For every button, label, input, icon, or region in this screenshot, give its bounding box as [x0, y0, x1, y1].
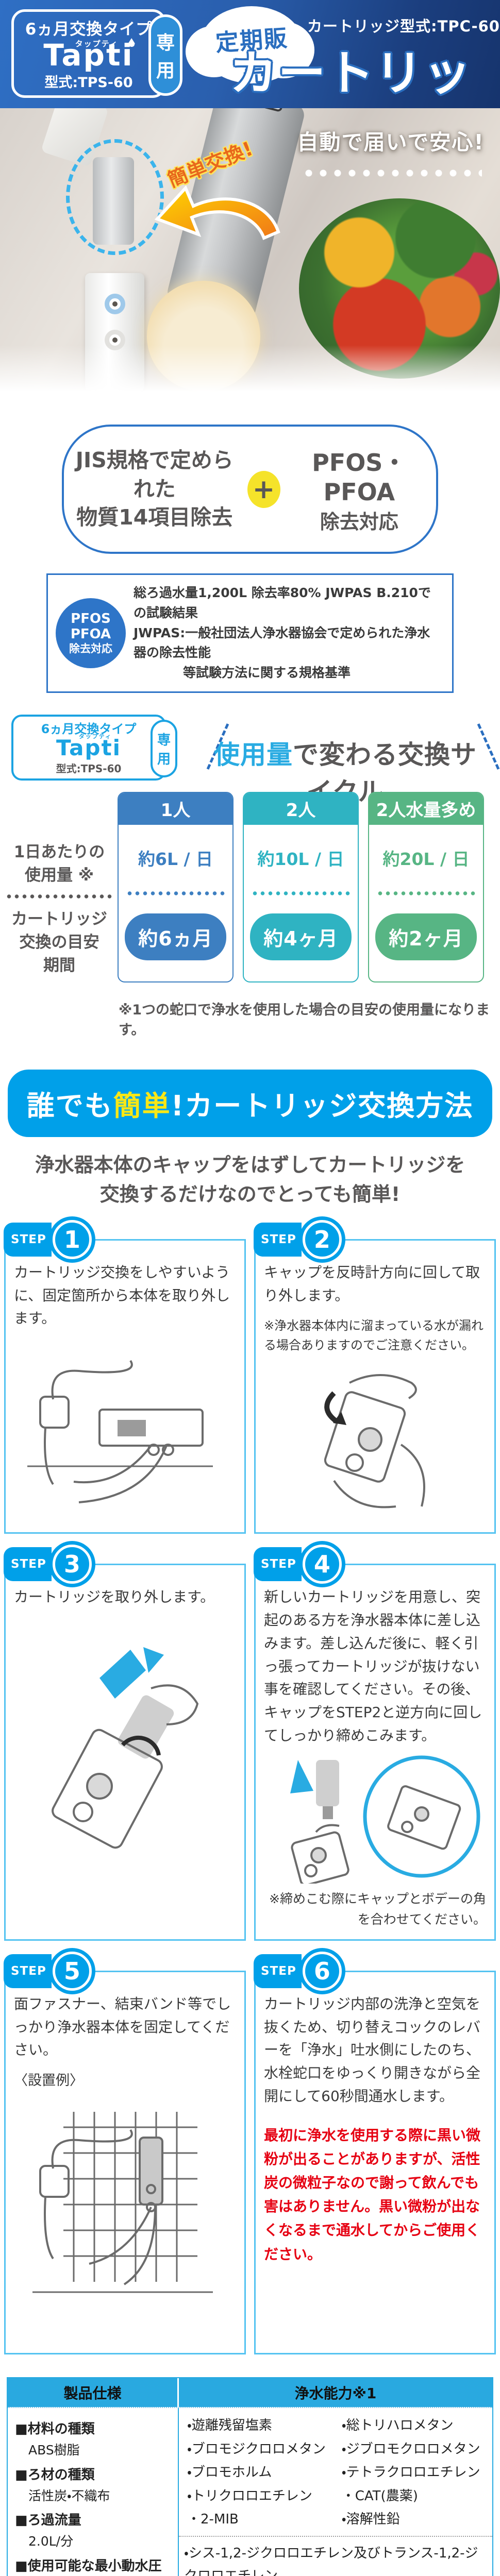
- step-2-text: キャップを反時計方向に回して取り外します。: [264, 1263, 480, 1304]
- step-3-text: カートリッジを取り外します。: [14, 1588, 215, 1606]
- step-1-box: STEP 1 カートリッジ交換をしやすいように、固定箇所から本体を取り外します。: [4, 1219, 246, 1534]
- model-number: 型式:TPS-60: [44, 75, 133, 91]
- spec-header-capability1: 浄水能力※1: [294, 2385, 377, 2402]
- jis-feature-pill: JIS規格で定められた 物質14項目除去 + PFOS・PFOA 除去対応: [62, 425, 438, 554]
- jis-removal-label: JIS規格で定められた 物質14項目除去: [75, 448, 234, 530]
- tapti-logo: タップティ Tapti: [43, 38, 135, 73]
- capability1-extra: ・シス-1,2-ジクロロエチレン及びトランス-1,2-ジクロロエチレン ・ベンゼ…: [179, 2535, 492, 2576]
- step-1-illustration: [27, 1360, 213, 1504]
- row-label-period: カートリッジ交換の目安期間: [11, 909, 107, 975]
- period-pill: 約6ヵ月: [125, 913, 226, 961]
- tapti-mini-logo: タップティ Tapti: [56, 733, 122, 760]
- step-4-badge: STEP 4: [254, 1545, 342, 1584]
- plus-icon: +: [247, 470, 280, 508]
- step-5-box: STEP 5 面ファスナー、結束バンド等でしっかり浄水器本体を固定してください。…: [4, 1951, 246, 2355]
- dedicated-mini-pill: 専 用: [151, 719, 177, 777]
- step-4-box: STEP 4 新しいカートリッジを用意し、突起のある方を浄水器本体に差し込みます…: [254, 1545, 496, 1941]
- step-6-text: カートリッジ内部の洗浄と空気を抜くため、切り替えコックのレバーを「浄水」吐水側に…: [264, 1995, 481, 2105]
- steps-grid: STEP 1 カートリッジ交換をしやすいように、固定箇所から本体を取り外します。: [4, 1219, 496, 2355]
- step-6-warning-text: 最初に浄水を使用する際に黒い微粉が出ることがありますが、活性炭の微粒子なので謝っ…: [264, 2126, 481, 2263]
- page-title: カートリッジ: [229, 46, 472, 101]
- step-2-note: ※浄水器本体内に溜まっている水が漏れる場合ありますのでご注意ください。: [264, 1318, 484, 1352]
- capability1-list-a: ・遊離残留塩素 ・ブロモジクロロメタン ・ブロモホルム ・トリクロロエチレン ・…: [187, 2418, 326, 2528]
- dotted-divider: [302, 169, 482, 177]
- step-3-box: STEP 3 カートリッジを取り外します。: [4, 1545, 246, 1941]
- guide-banner: 誰でも簡単!カートリッジ交換方法: [8, 1069, 492, 1137]
- hero-section: 簡単交換! 自動で届いで安心!: [0, 108, 500, 392]
- step-1-badge: STEP 1: [4, 1219, 92, 1259]
- step-4-text: 新しいカートリッジを用意し、突起のある方を浄水器本体に差し込みます。差し込んだ後…: [264, 1588, 482, 1744]
- dedicated-pill: 専 用: [148, 14, 182, 96]
- spec-table: 製品仕様 浄水能力※1 ■材料の種類 ABS樹脂 ■ろ材の種類 活性炭・不織布 …: [7, 2377, 493, 2576]
- step-4-note: ※締めこむ際にキャップとボデーの角を合わせてください。: [269, 1891, 486, 1927]
- spec-header-product: 製品仕様: [8, 2378, 179, 2408]
- guide-subtitle: 浄水器本体のキャップをはずしてカートリッジを 交換するだけなのでとっても簡単!: [35, 1153, 465, 1206]
- highlight-dashed-circle: [66, 139, 164, 255]
- step-3-badge: STEP 3: [4, 1545, 92, 1584]
- water-port-blue: [105, 294, 125, 314]
- cycle-note: ※1つの蛇口で浄水を使用した場合の目安の使用量になります。: [119, 1002, 490, 1038]
- pfos-note-box: PFOS PFOA 除去対応 総ろ過水量1,200L 除去率80% JWPAS …: [46, 573, 454, 693]
- type-label: 6ヵ月交換タイプ: [25, 20, 153, 39]
- hero-catchphrase: 自動で届いで安心!: [297, 130, 485, 155]
- period-pill: 約2ヶ月: [375, 913, 477, 961]
- label-dotted-divider: [5, 893, 113, 899]
- header-banner: 6ヵ月交換タイプ タップティ Tapti 型式:TPS-60 専 用 定期販売 …: [0, 0, 500, 108]
- step-2-illustration: [324, 1374, 425, 1509]
- spec-table-header: 製品仕様 浄水能力※1: [8, 2378, 492, 2408]
- capability1-list-b: ・総トリハロメタン ・ジブロモクロロメタン ・テトラクロロエチレン ・CAT(農…: [341, 2418, 480, 2528]
- cycle-table: 1日あたりの使用量 ※ カートリッジ交換の目安期間 1人 約6L / 日 約6ヵ…: [0, 791, 500, 990]
- cycle-column-2: 2人 約10L / 日 約4ヶ月: [243, 791, 359, 982]
- capability-column: ・遊離残留塩素 ・ブロモジクロロメタン ・ブロモホルム ・トリクロロエチレン ・…: [179, 2408, 492, 2576]
- step-5-illustration: [32, 2112, 213, 2293]
- tapti-product-badge: 6ヵ月交換タイプ タップティ Tapti 型式:TPS-60: [11, 9, 166, 98]
- step-2-badge: STEP 2: [254, 1219, 342, 1259]
- tapti-kana: タップティ: [75, 39, 119, 48]
- step-2-box: STEP 2 キャップを反時計方向に回して取り外します。 ※浄水器本体内に溜まっ…: [254, 1219, 496, 1534]
- step-5-badge: STEP 5: [4, 1951, 92, 1991]
- row-label-usage: 1日あたりの使用量 ※: [13, 842, 105, 885]
- step-6-badge: STEP 6: [254, 1951, 342, 1991]
- pfos-removal-label: PFOS・PFOA 除去対応: [312, 449, 407, 533]
- cycle-section-header: 6ヵ月交換タイプ タップティ Tapti 型式:TPS-60 専 用 使用量で変…: [0, 714, 500, 807]
- cycle-column-3: 2人水量多め 約20L / 日 約2ヶ月: [368, 791, 484, 982]
- swap-arrow-icon: [155, 185, 280, 241]
- period-pill: 約4ヶ月: [250, 913, 352, 961]
- cloud-shape: [186, 6, 314, 83]
- step-3-illustration: [51, 1647, 198, 1849]
- step-1-text: カートリッジ交換をしやすいように、固定箇所から本体を取り外します。: [14, 1263, 230, 1327]
- pfos-seal-badge: PFOS PFOA 除去対応: [57, 599, 124, 667]
- cartridge-model: カートリッジ型式:TPC-60: [307, 18, 500, 35]
- step-6-box: STEP 6 カートリッジ内部の洗浄と空気を抜くため、切り替えコックのレバーを「…: [254, 1951, 496, 2355]
- tapti-mini-badge: 6ヵ月交換タイプ タップティ Tapti 型式:TPS-60: [11, 714, 166, 781]
- step-5-text: 面ファスナー、結束バンド等でしっかり浄水器本体を固定してください。: [14, 1995, 231, 2059]
- step-4-illustration: [290, 1755, 480, 1884]
- product-spec-column: ■材料の種類 ABS樹脂 ■ろ材の種類 活性炭・不織布 ■ろ過流量 2.0L/分…: [8, 2408, 179, 2576]
- cycle-column-1: 1人 約6L / 日 約6ヵ月: [118, 791, 234, 982]
- pfos-note-text: 総ろ過水量1,200L 除去率80% JWPAS B.210での試験結果 JWP…: [134, 585, 431, 680]
- setup-example-label: 〈設置例〉: [14, 2073, 84, 2089]
